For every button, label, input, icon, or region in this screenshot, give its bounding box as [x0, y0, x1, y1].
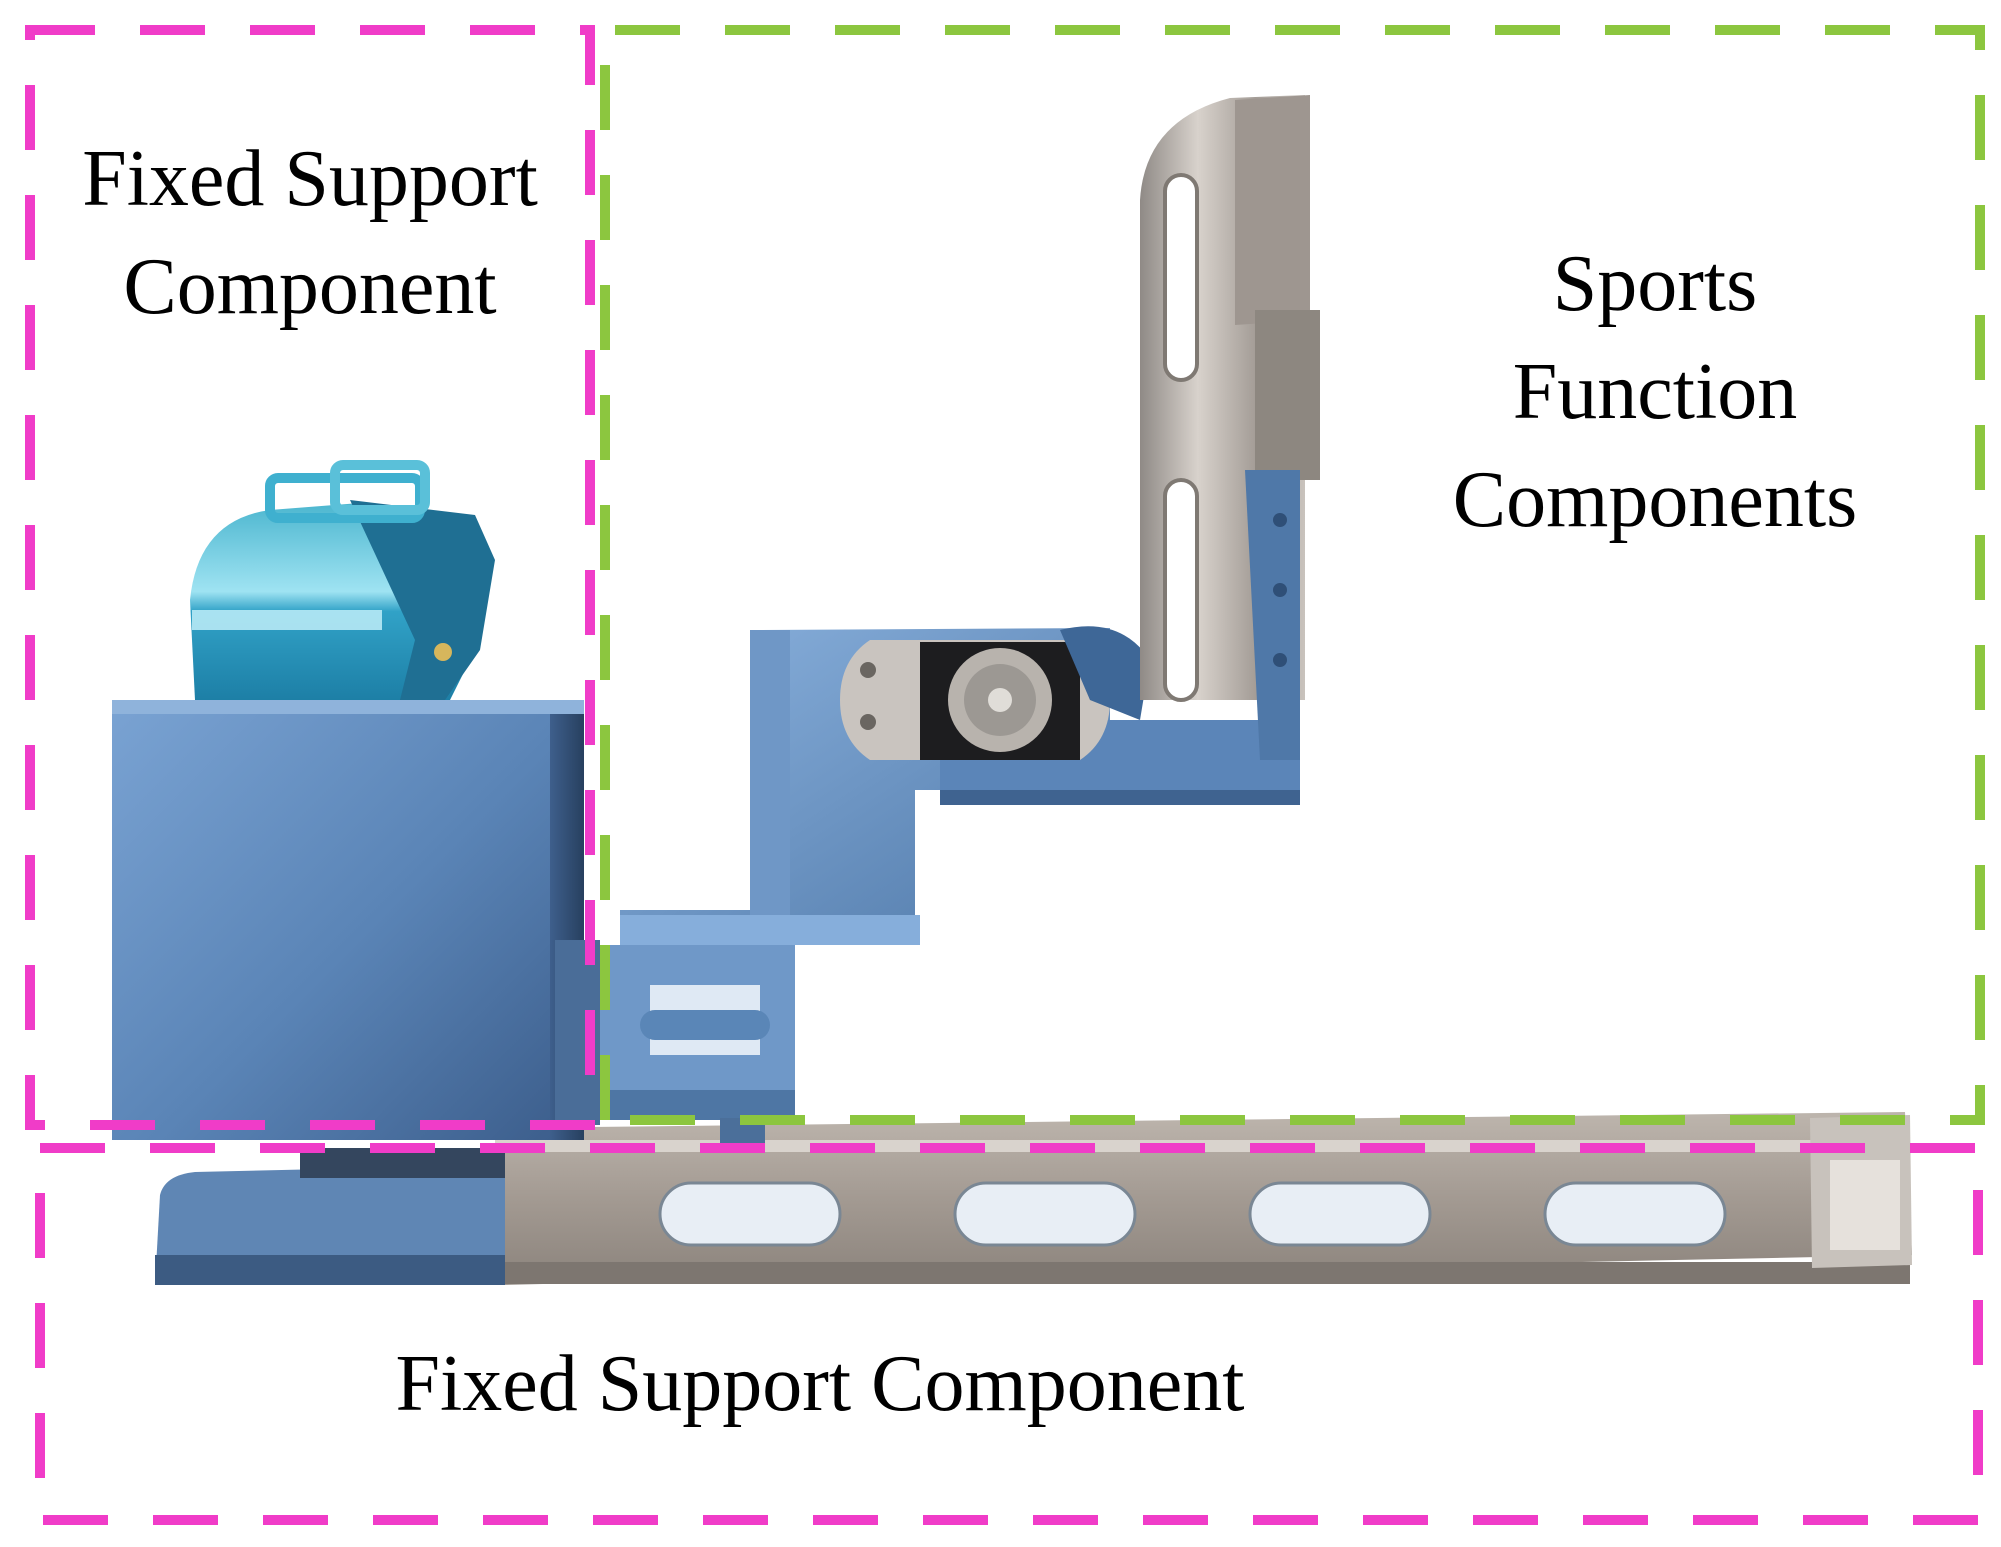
fixed-support-housing	[112, 700, 584, 1140]
fixed-support-label-line-2: Component	[123, 243, 497, 331]
sports-function-region	[600, 25, 1985, 1125]
sports-function-label-line-1: Sports	[1552, 240, 1758, 328]
fixed-support-region-bottom	[35, 1143, 1983, 1525]
fixed-support-label-top: Fixed Support Component	[30, 125, 590, 341]
fixed-support-label-line-1: Fixed Support	[82, 135, 538, 223]
base-foot	[155, 1148, 505, 1285]
fixed-support-label-bottom: Fixed Support Component	[300, 1330, 1340, 1438]
rail-slot-holes	[658, 1181, 1727, 1247]
sports-function-label-line-2: Function	[1512, 348, 1798, 436]
upright-plate	[1140, 95, 1320, 760]
fixed-support-region-top	[25, 25, 595, 1130]
sports-function-label-line-3: Components	[1452, 456, 1858, 544]
fixed-support-bottom-text: Fixed Support Component	[395, 1340, 1245, 1428]
cyan-cap	[190, 460, 495, 700]
bottom-rail	[495, 1112, 1912, 1285]
servo-motor	[840, 626, 1150, 760]
lower-joint	[555, 940, 795, 1143]
sports-function-label: Sports Function Components	[1390, 230, 1920, 554]
